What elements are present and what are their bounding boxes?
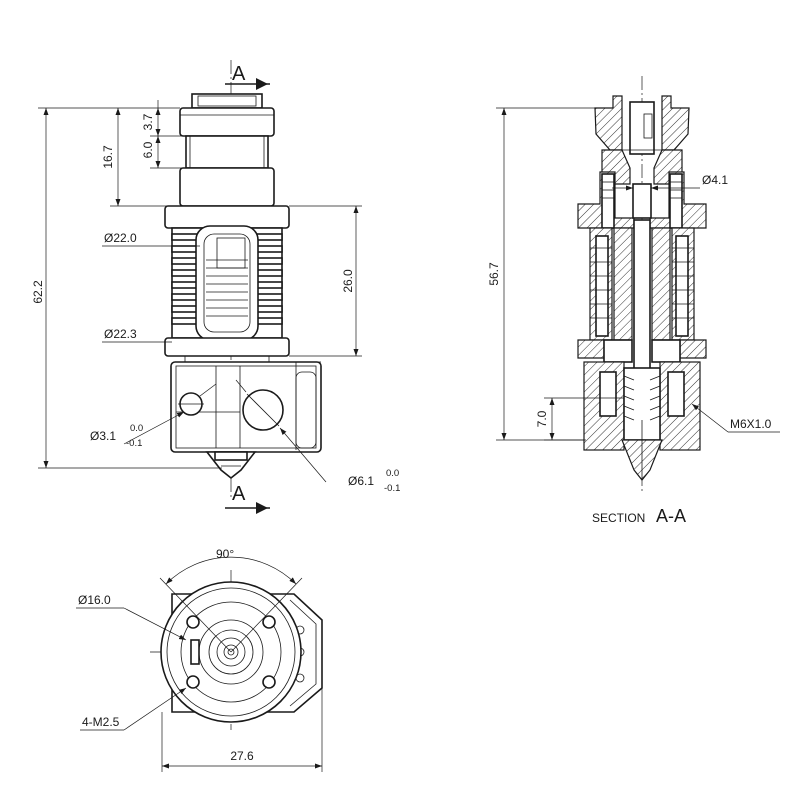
dim-thread: M6X1.0 [691,403,780,433]
dim-angle: 90° [159,547,303,653]
section-heater-block [583,361,701,451]
svg-text:90°: 90° [216,547,234,561]
front-top-cap [179,107,275,137]
svg-text:3.7: 3.7 [141,113,155,130]
svg-text:0.0: 0.0 [386,468,399,479]
svg-text:A: A [232,63,246,85]
dim-width: 27.6 [161,688,323,772]
svg-text:26.0: 26.0 [341,269,355,293]
svg-text:Ø4.1: Ø4.1 [702,173,728,187]
dim-diameter-lower: Ø22.3 [102,327,172,343]
section-view: 56.7 Ø4.1 7.0 M6X1.0 SECTION A-A [487,76,780,526]
svg-text:A: A [232,483,246,505]
dim-fin-height: 26.0 [289,205,362,357]
svg-text:Ø3.1: Ø3.1 [90,429,116,443]
svg-text:56.7: 56.7 [487,262,501,286]
svg-text:0.0: 0.0 [130,423,143,434]
dim-hole-large: Ø6.1 0.0 -0.1 [235,379,400,494]
svg-text:SECTION: SECTION [592,511,645,525]
svg-text:M6X1.0: M6X1.0 [730,417,772,431]
dim-diameter-upper: Ø22.0 [102,231,200,247]
dim-hole-small: Ø3.1 0.0 -0.1 [90,383,217,449]
svg-text:27.6: 27.6 [230,749,254,763]
dim-upper-height: 16.7 [101,108,168,207]
top-view: 90° Ø16.0 4-M2.5 27.6 [76,547,323,772]
svg-text:4-M2.5: 4-M2.5 [82,715,120,729]
svg-text:A-A: A-A [656,506,686,526]
front-lower-cap [179,167,275,207]
svg-text:62.2: 62.2 [31,280,45,304]
dim-section-bore: Ø4.1 [612,173,728,191]
dim-bolt-circle: Ø16.0 [76,593,187,641]
front-heatsink-fins [171,225,283,341]
dim-overall-height: 62.2 [31,107,222,469]
svg-text:Ø16.0: Ø16.0 [78,593,111,607]
svg-text:-0.1: -0.1 [126,438,142,449]
front-neck [185,135,269,169]
section-marker-bottom: A [225,483,270,514]
svg-text:Ø22.3: Ø22.3 [104,327,137,341]
dim-screws: 4-M2.5 [80,687,187,731]
svg-text:Ø6.1: Ø6.1 [348,474,374,488]
dim-section-height: 56.7 [487,107,596,441]
svg-text:6.0: 6.0 [141,141,155,158]
front-lower-flange [164,337,290,357]
dim-cap-height: 6.0 [141,136,182,169]
front-upper-flange [164,205,290,229]
dim-thread-depth: 7.0 [535,397,624,441]
dim-top-cap: 3.7 [141,100,182,137]
svg-text:Ø22.0: Ø22.0 [104,231,137,245]
section-title: SECTION A-A [592,506,686,526]
svg-text:7.0: 7.0 [535,410,549,427]
svg-text:16.7: 16.7 [101,145,115,169]
section-marker-top: A [225,63,270,90]
svg-text:-0.1: -0.1 [384,483,400,494]
front-view: A A 62.2 16.7 3.7 [31,60,400,514]
